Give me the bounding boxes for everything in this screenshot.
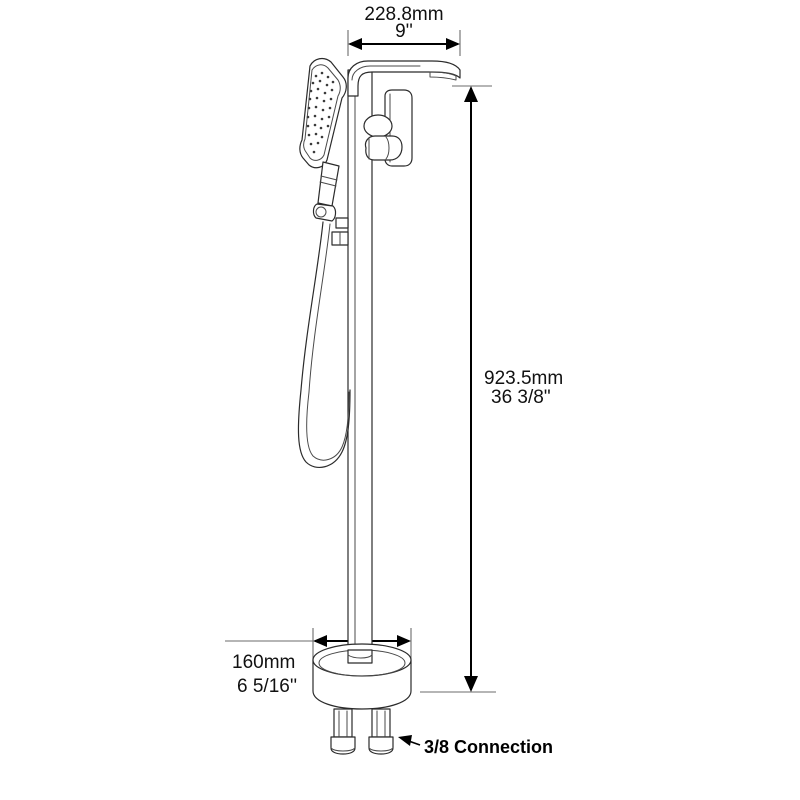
spout-inner-curve bbox=[351, 65, 421, 81]
spout-reach-imperial-label: 9'' bbox=[395, 21, 413, 42]
base-diameter-metric-label: 160mm bbox=[232, 652, 295, 673]
base-diameter-imperial-label: 6 5/16'' bbox=[237, 676, 297, 697]
inlet-right-hex-nut bbox=[368, 736, 394, 755]
spray-head-body bbox=[299, 57, 347, 169]
hose-outer-curve bbox=[297, 221, 351, 469]
overall-height-arrow-top bbox=[464, 86, 478, 102]
base-column-ellipse-front bbox=[347, 654, 373, 659]
spray-face-perforations bbox=[303, 64, 341, 161]
inlet-right-nut-ellipse bbox=[368, 747, 394, 752]
valve-assembly bbox=[363, 89, 413, 167]
inlet-left-hex-nut bbox=[330, 736, 356, 755]
connection-label: 3/8 Connection bbox=[424, 737, 553, 757]
inlet-left-tube bbox=[333, 708, 353, 738]
spout-reach-arrow-left bbox=[348, 38, 362, 50]
column-body bbox=[347, 69, 373, 656]
overall-height-arrow-bottom bbox=[464, 676, 478, 692]
vertical-riser-column bbox=[347, 69, 373, 656]
tub-spout bbox=[347, 60, 461, 97]
shower-hose-loop bbox=[297, 221, 351, 469]
handheld-shower-wand bbox=[299, 57, 347, 222]
wand-handle-ring-2 bbox=[319, 181, 337, 187]
spout-reach-metric-label: 228.8mm bbox=[364, 4, 443, 25]
wand-handle-ring-1 bbox=[320, 175, 338, 181]
overall-height-metric-label: 923.5mm bbox=[484, 368, 563, 389]
base-diameter-arrow-right bbox=[397, 635, 411, 647]
inlet-right-tube bbox=[371, 708, 391, 738]
base-diameter-arrow-left bbox=[313, 635, 327, 647]
nozzle-dot-group bbox=[306, 71, 335, 154]
wand-coupling-nut bbox=[312, 203, 337, 222]
spout-reach-dimension: 228.8mm 9'' bbox=[347, 4, 461, 56]
supply-inlet-left bbox=[330, 708, 356, 755]
handheld-shower-holder bbox=[331, 217, 349, 246]
spout-reach-arrow-right bbox=[446, 38, 460, 50]
overall-height-imperial-label: 36 3/8" bbox=[491, 387, 551, 408]
lever-handle-crease bbox=[385, 136, 390, 160]
spout-body bbox=[347, 60, 461, 97]
floor-mount-base bbox=[312, 643, 412, 710]
inlet-left-nut-ellipse bbox=[330, 747, 356, 752]
diverter-knob bbox=[363, 114, 393, 138]
overall-height-dimension: 923.5mm 36 3/8" bbox=[420, 85, 563, 693]
spout-outlet-tip bbox=[429, 71, 457, 81]
holder-arm bbox=[335, 217, 349, 229]
supply-inlet-connectors bbox=[330, 708, 394, 755]
base-column-collar bbox=[347, 649, 373, 664]
wand-coupling-detail bbox=[315, 206, 327, 218]
supply-inlet-right bbox=[368, 708, 394, 755]
connection-callout: 3/8 Connection bbox=[398, 735, 553, 757]
lever-handle bbox=[364, 135, 403, 161]
connection-arrow bbox=[398, 735, 412, 746]
hose-inner-curve bbox=[306, 223, 350, 461]
